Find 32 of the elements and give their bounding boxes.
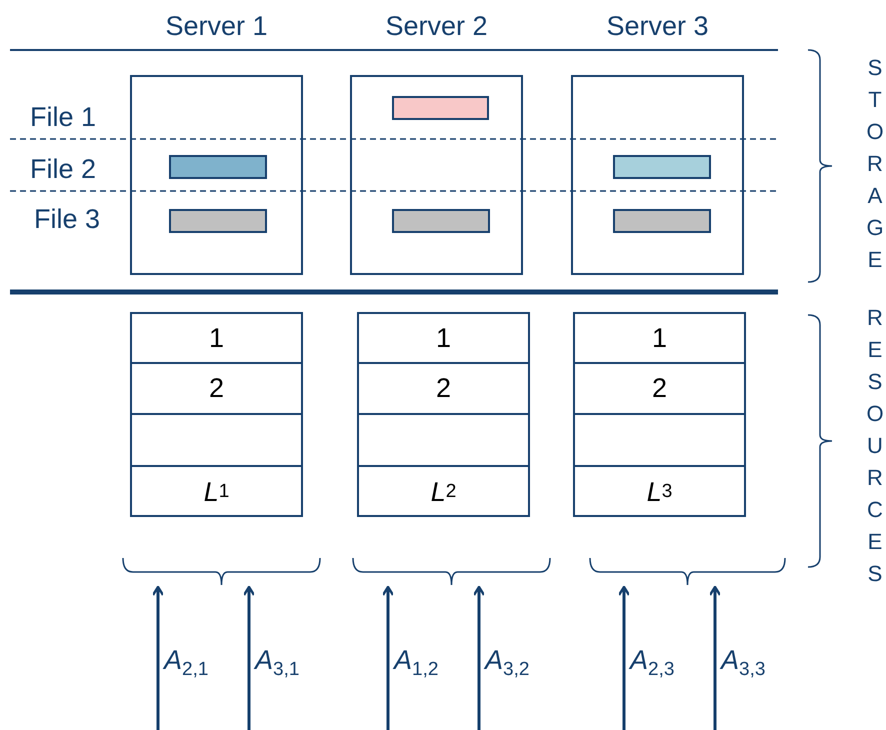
resource-stack — [573, 312, 746, 517]
section-label: RESOURCES — [866, 304, 884, 588]
row-label: File 2 — [30, 154, 96, 185]
file-block — [613, 209, 711, 233]
bracket — [589, 558, 786, 586]
file-block — [169, 209, 267, 233]
table-cell: 2 — [575, 364, 744, 415]
server-heading: Server 2 — [384, 11, 489, 42]
arrow — [618, 586, 630, 730]
file-block — [392, 209, 490, 233]
row-label: File 3 — [34, 204, 100, 235]
bracket — [122, 558, 321, 586]
bracket — [352, 558, 551, 586]
server-heading: Server 1 — [164, 11, 269, 42]
file-block — [392, 96, 489, 120]
arrow — [152, 586, 164, 730]
section-label: STORAGE — [866, 54, 884, 274]
arrow — [708, 586, 722, 730]
arrow — [382, 586, 394, 730]
table-cell: 1 — [132, 314, 301, 364]
arrow — [242, 586, 256, 730]
file-block — [613, 155, 711, 179]
resource-stack — [130, 312, 303, 517]
row-label: File 1 — [30, 102, 96, 133]
table-cell: 2 — [132, 364, 301, 415]
server-heading: Server 3 — [605, 11, 710, 42]
table-cell: 1 — [575, 314, 744, 364]
resource-stack — [357, 312, 530, 517]
file-block — [169, 155, 267, 179]
arrow — [472, 586, 486, 730]
table-cell: 1 — [359, 314, 528, 364]
table-cell: 2 — [359, 364, 528, 415]
